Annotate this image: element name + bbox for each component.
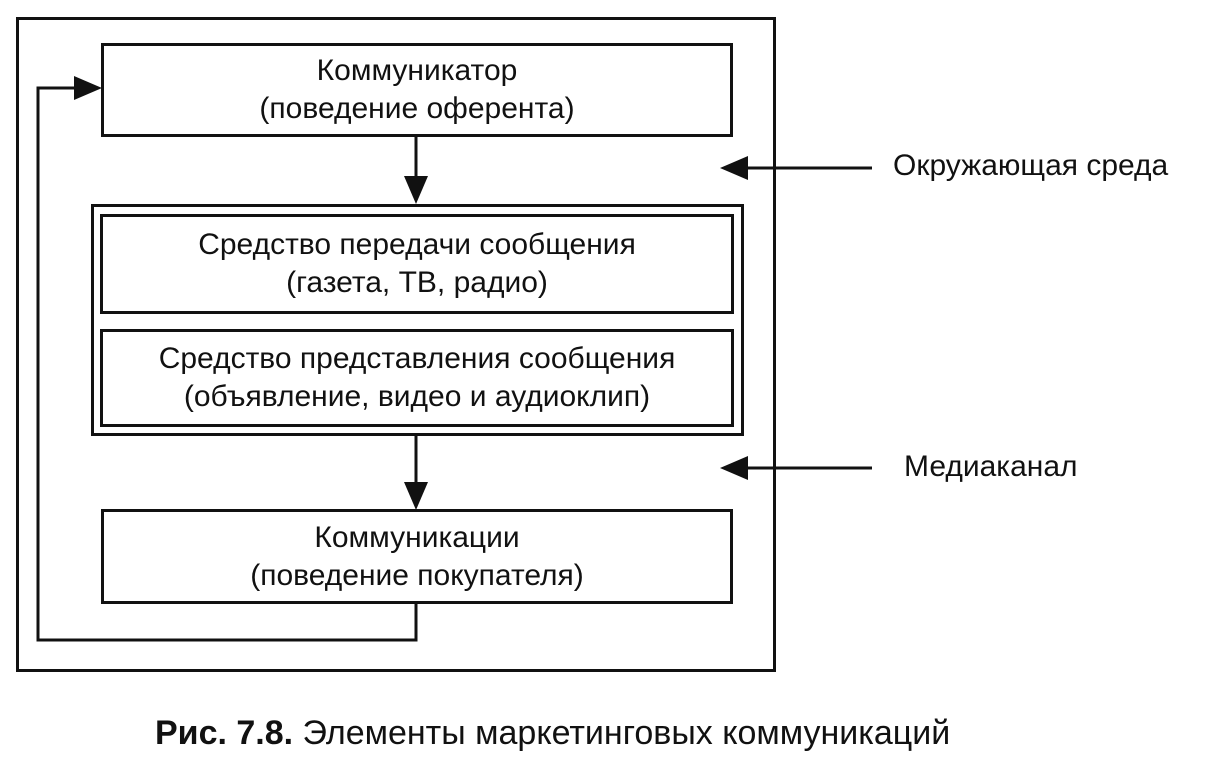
transmission-means-subtitle: (газета, ТВ, радио)	[286, 266, 548, 299]
presentation-means-title: Средство представления сообщения	[158, 342, 676, 375]
figure-number: Рис. 7.8.	[155, 714, 294, 752]
media-channel-group	[91, 204, 744, 436]
communications-subtitle: (поведение покупателя)	[250, 558, 584, 592]
presentation-means-box: Средство представления сообщения (объявл…	[100, 329, 734, 427]
media-channel-pointer-head	[720, 456, 748, 480]
environment-pointer-head	[720, 156, 748, 180]
presentation-means-subtitle: (объявление, видео и аудиоклип)	[183, 380, 651, 413]
figure-caption: Рис. 7.8. Элементы маркетинговых коммуни…	[155, 713, 950, 753]
communicator-title: Коммуникатор	[316, 54, 518, 87]
communicator-box: Коммуникатор (поведение оферента)	[101, 43, 733, 137]
feedback-loop-line	[36, 86, 418, 642]
environment-frame	[16, 17, 776, 672]
feedback-arrowhead	[74, 76, 102, 100]
communicator-subtitle: (поведение оферента)	[259, 92, 575, 125]
figure-caption-text: Элементы маркетинговых коммуникаций	[302, 714, 951, 752]
environment-label: Окружающая среда	[893, 149, 1169, 182]
communications-box: Коммуникации (поведение покупателя)	[101, 509, 733, 604]
communications-title: Коммуникации	[314, 520, 520, 554]
transmission-means-box: Средство передачи сообщения (газета, ТВ,…	[100, 214, 734, 314]
transmission-means-title: Средство передачи сообщения	[198, 228, 636, 261]
media-channel-label: Медиаканал	[904, 450, 1078, 483]
